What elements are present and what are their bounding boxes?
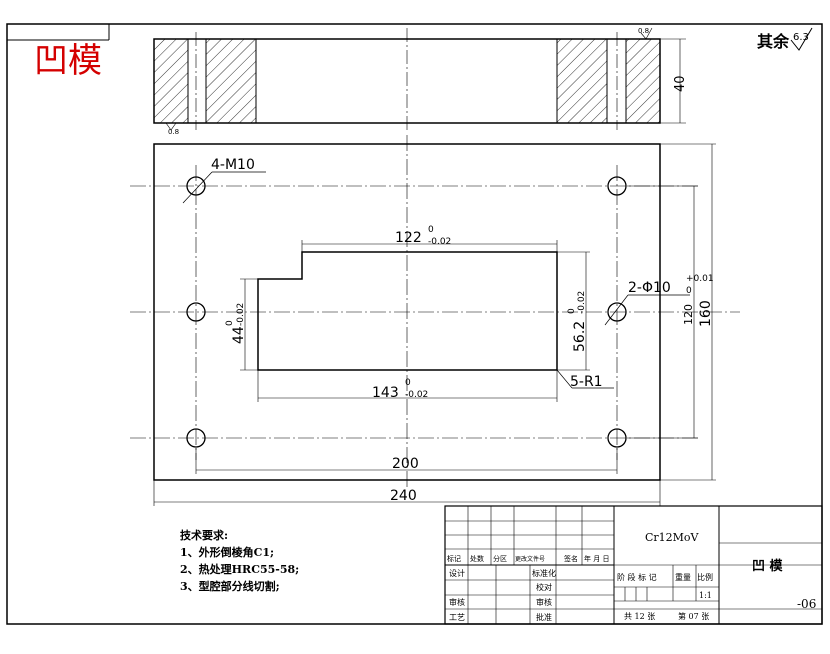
svg-text:处数: 处数	[470, 554, 484, 563]
role-design: 设计	[449, 568, 465, 578]
cavity-bottom-dim: 143	[372, 385, 399, 401]
svg-text:签名: 签名	[564, 554, 578, 563]
role-standardize: 标准化	[532, 568, 556, 578]
overall-width-dim: 240	[390, 488, 417, 504]
hole-spacing-y-dim: 120	[682, 304, 695, 325]
role-approve: 批准	[536, 612, 552, 622]
svg-text:0: 0	[405, 378, 411, 388]
threaded-holes-callout: 4-M10	[211, 157, 255, 173]
svg-text:0: 0	[567, 308, 577, 314]
svg-text:-0.02: -0.02	[577, 291, 587, 314]
threaded-hole-icon	[186, 176, 206, 196]
threaded-hole-icon	[607, 176, 627, 196]
svg-text:-0.02: -0.02	[428, 237, 451, 247]
role-review: 审核	[449, 597, 465, 607]
svg-text:-0.02: -0.02	[405, 390, 428, 400]
roughness-label: 其余	[757, 32, 790, 51]
scale-value: 1:1	[699, 591, 712, 600]
role-check: 校对	[536, 582, 552, 592]
roughness-value: 6.3	[793, 32, 809, 43]
svg-text:分区: 分区	[493, 554, 507, 563]
cavity-outline	[257, 251, 558, 371]
svg-text:0: 0	[686, 286, 692, 296]
role-process: 工艺	[449, 613, 465, 622]
threaded-hole-icon	[607, 428, 627, 448]
tech-item: 3、型腔部分线切割;	[180, 579, 280, 593]
dowel-holes-callout: 2-Φ10	[628, 280, 671, 296]
drawing-number: -06	[797, 597, 816, 611]
sheet-count: 共 12 张	[624, 612, 655, 621]
cavity-left-dim: 44	[231, 326, 247, 344]
threaded-hole-icon	[186, 428, 206, 448]
dowel-hole-icon	[186, 302, 206, 322]
roughness-top-icon	[640, 27, 653, 40]
plan-view: 122 0 -0.02 143 0 -0.02 44 0 -0.02 56.2 …	[130, 135, 740, 506]
thickness-dim: 40	[673, 75, 688, 92]
weight-label: 重量	[675, 572, 691, 582]
tech-heading: 技术要求:	[180, 528, 228, 542]
cavity-top-dim: 122	[395, 230, 422, 246]
tech-item: 2、热处理HRC55-58;	[180, 562, 299, 576]
sheet-number: 第 07 张	[678, 611, 709, 621]
scale-label: 比例	[697, 572, 713, 582]
material: Cr12MoV	[645, 531, 700, 544]
tech-item: 1、外形倒棱角C1;	[180, 545, 274, 559]
roughness-bottom-icon	[165, 122, 177, 131]
dowel-hole-icon	[607, 302, 627, 322]
svg-text:-0.02: -0.02	[236, 303, 246, 326]
overall-height-dim: 160	[698, 300, 714, 327]
corner-radius-callout: 5-R1	[570, 374, 603, 390]
title-block	[444, 505, 823, 625]
svg-text:+0.01: +0.01	[686, 274, 714, 284]
svg-text:更改文件号: 更改文件号	[515, 555, 545, 563]
part-title: 凹模	[34, 41, 102, 81]
side-view: 40 0.8 0.8	[153, 27, 688, 136]
svg-text:年 月 日: 年 月 日	[584, 554, 609, 563]
sheet-border	[6, 23, 823, 625]
roughness-bottom: 0.8	[168, 128, 179, 136]
svg-text:标记: 标记	[447, 554, 461, 563]
cavity-right-dim: 56.2	[572, 321, 588, 352]
tech-requirements: 技术要求: 1、外形倒棱角C1; 2、热处理HRC55-58; 3、型腔部分线切…	[180, 528, 299, 593]
role-audit: 审核	[536, 597, 552, 607]
drawing-name: 凹 模	[752, 558, 784, 574]
roughness-symbol-icon	[790, 27, 813, 51]
stage-label: 阶 段 标 记	[617, 572, 657, 582]
title-block-text: Cr12MoV 凹 模 -06 阶 段 标 记 重量 比例 1:1 共 12 张…	[447, 531, 816, 622]
roughness-top: 0.8	[638, 27, 649, 35]
svg-text:0: 0	[225, 320, 235, 326]
hole-spacing-x-dim: 200	[392, 456, 419, 472]
svg-text:0: 0	[428, 225, 434, 235]
